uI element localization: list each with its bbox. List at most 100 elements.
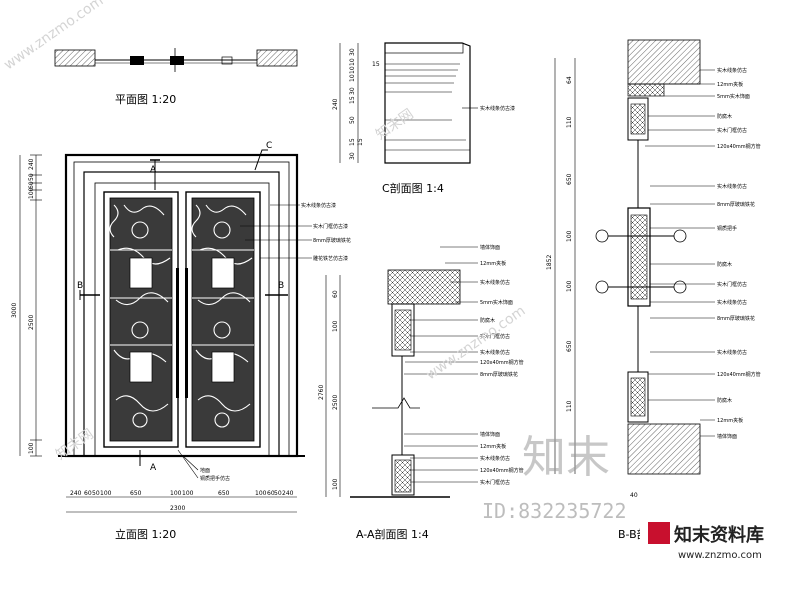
elev-bdim-10: 60 [267, 490, 275, 497]
bb-leaders [645, 69, 715, 437]
aa-label-8: 120x40mm钢方管 [480, 359, 524, 366]
bb-label-15: 120x40mm钢方管 [717, 371, 761, 378]
aa-label-3: 实木线条仿古 [480, 279, 510, 286]
bb-label-6: 120x40mm钢方管 [717, 143, 761, 150]
elev-bdim-7: 100 [182, 490, 194, 497]
bb-label-4: 防腐木 [717, 113, 732, 120]
elev-bdim-3: 50 [92, 490, 100, 497]
elev-bdim-1: 240 [70, 490, 82, 497]
elev-dim-2500: 2500 [28, 315, 35, 330]
c-dim-4: 10 [349, 74, 356, 82]
bb-label-11: 实木门框仿古 [717, 281, 747, 288]
bb-label-10: 防腐木 [717, 261, 732, 268]
aa-label-9: 8mm厚玻璃铁花 [480, 371, 518, 378]
logo-icon [648, 522, 670, 544]
plan-wall-left [54, 49, 96, 67]
watermark-id: ID:832235722 [482, 499, 627, 523]
right-iron-grille [191, 197, 255, 442]
bb-label-5: 实木门框仿古 [717, 127, 747, 134]
bb-handle-knob [595, 229, 609, 243]
c-dim-11: 15 [357, 138, 364, 146]
watermark-diag-2: 知末网 [373, 105, 417, 143]
elev-bdim-8: 650 [218, 490, 230, 497]
bb-dim-3: 650 [566, 173, 573, 185]
section-c-title: C剖面图 1:4 [382, 181, 444, 195]
marker-b-left: B [77, 281, 83, 291]
c-dim-2: 10 [349, 58, 356, 66]
c-dim-5: 30 [349, 87, 356, 95]
bb-label-13: 8mm厚玻璃铁花 [717, 315, 755, 322]
c-dim-1: 30 [349, 48, 356, 56]
bb-bottom-wall [627, 423, 701, 475]
bb-dim-4: 100 [566, 230, 573, 242]
elevation-title: 立面图 1:20 [115, 527, 176, 541]
elevation-view: A A B B C 实木线条仿古漆 实木门框仿古漆 8mm厚玻璃铁花 雕花铁艺仿… [11, 141, 351, 541]
elev-bdim-12: 240 [282, 490, 294, 497]
bb-label-14: 实木线条仿古 [717, 349, 747, 356]
aa-label-13: 120x40mm钢方管 [480, 467, 524, 474]
bb-center-stile [627, 207, 651, 307]
elev-label-4: 雕花铁艺仿古漆 [313, 255, 348, 262]
elev-dim-100b: 100 [28, 442, 35, 454]
bb-dim-bottom: 40 [630, 492, 638, 499]
marker-a-bottom: A [150, 463, 157, 473]
elev-dim-240: 240 [28, 158, 35, 170]
section-c-label: 实木线条仿古漆 [480, 105, 515, 112]
c-dim-7: 15 [349, 96, 356, 104]
watermark-big: 知末 [522, 432, 610, 483]
aa-dim-2: 100 [332, 320, 339, 332]
bb-dim-1: 64 [566, 76, 573, 84]
section-c-view: 实木线条仿古漆 30 10 10 10 30 15 15 50 30 15 15… [332, 42, 515, 195]
bb-dim-6: 650 [566, 340, 573, 352]
elev-label-3: 8mm厚玻璃铁花 [313, 237, 351, 244]
aa-label-2: 12mm夹板 [480, 260, 506, 267]
watermark-diag-4: 知末网 [53, 425, 97, 463]
elev-bdim-11: 50 [274, 490, 282, 497]
bb-dim-7: 110 [566, 400, 573, 412]
aa-label-14: 实木门框仿古 [480, 479, 510, 486]
plan-title: 平面图 1:20 [115, 93, 176, 106]
elev-bottom-label-2: 铜质把手仿古 [200, 475, 230, 482]
aa-label-12: 实木线条仿古 [480, 455, 510, 462]
right-handle [185, 268, 188, 398]
elevation-outer-frame [64, 153, 299, 458]
c-dim-10: 15 [349, 138, 356, 146]
elev-dim-total-height: 3000 [11, 303, 18, 318]
aa-label-6: 实木门框仿古 [480, 333, 510, 340]
elev-bdim-2: 60 [84, 490, 92, 497]
section-aa-view: 60 100 2500 100 2760 墙体饰面 12mm夹板 实木线条仿古 … [318, 244, 524, 541]
bb-top-wall [627, 39, 701, 85]
plan-wall-right [256, 49, 298, 67]
elevation-leaders [177, 204, 312, 479]
aa-label-5: 防腐木 [480, 317, 495, 324]
aa-dim-1: 60 [332, 290, 339, 298]
bb-label-7: 实木线条仿古 [717, 183, 747, 190]
aa-label-11: 12mm夹板 [480, 443, 506, 450]
c-dim-8: 50 [349, 116, 356, 124]
c-dim-6: 15 [372, 61, 380, 68]
plan-handle-right [170, 56, 184, 65]
c-dim-total: 240 [332, 98, 339, 110]
elev-bdim-4: 100 [100, 490, 112, 497]
aa-label-4: 5mm实木饰面 [480, 299, 513, 306]
bb-dim-2: 110 [566, 116, 573, 128]
elev-bottom-label-1: 地面 [200, 467, 210, 474]
elev-dim-50: 50 [28, 173, 35, 181]
bb-label-12: 实木线条仿古 [717, 299, 747, 306]
aa-dim-3: 2500 [332, 395, 339, 410]
section-c-profile [384, 42, 471, 164]
left-iron-grille [109, 197, 173, 442]
bb-label-2: 12mm夹板 [717, 81, 743, 88]
bb-dim-total: 1852 [546, 255, 553, 270]
bb-label-8: 8mm厚玻璃铁花 [717, 201, 755, 208]
c-dim-9: 30 [349, 152, 356, 160]
elev-dim-100a: 100 [28, 187, 35, 199]
left-handle [176, 268, 179, 398]
marker-c: C [266, 141, 272, 151]
elev-bdim-6: 100 [170, 490, 182, 497]
aa-dim-4: 100 [332, 478, 339, 490]
section-aa-title: A-A剖面图 1:4 [356, 527, 429, 541]
aa-label-1: 墙体饰面 [480, 244, 500, 251]
bb-dim-5: 100 [566, 280, 573, 292]
